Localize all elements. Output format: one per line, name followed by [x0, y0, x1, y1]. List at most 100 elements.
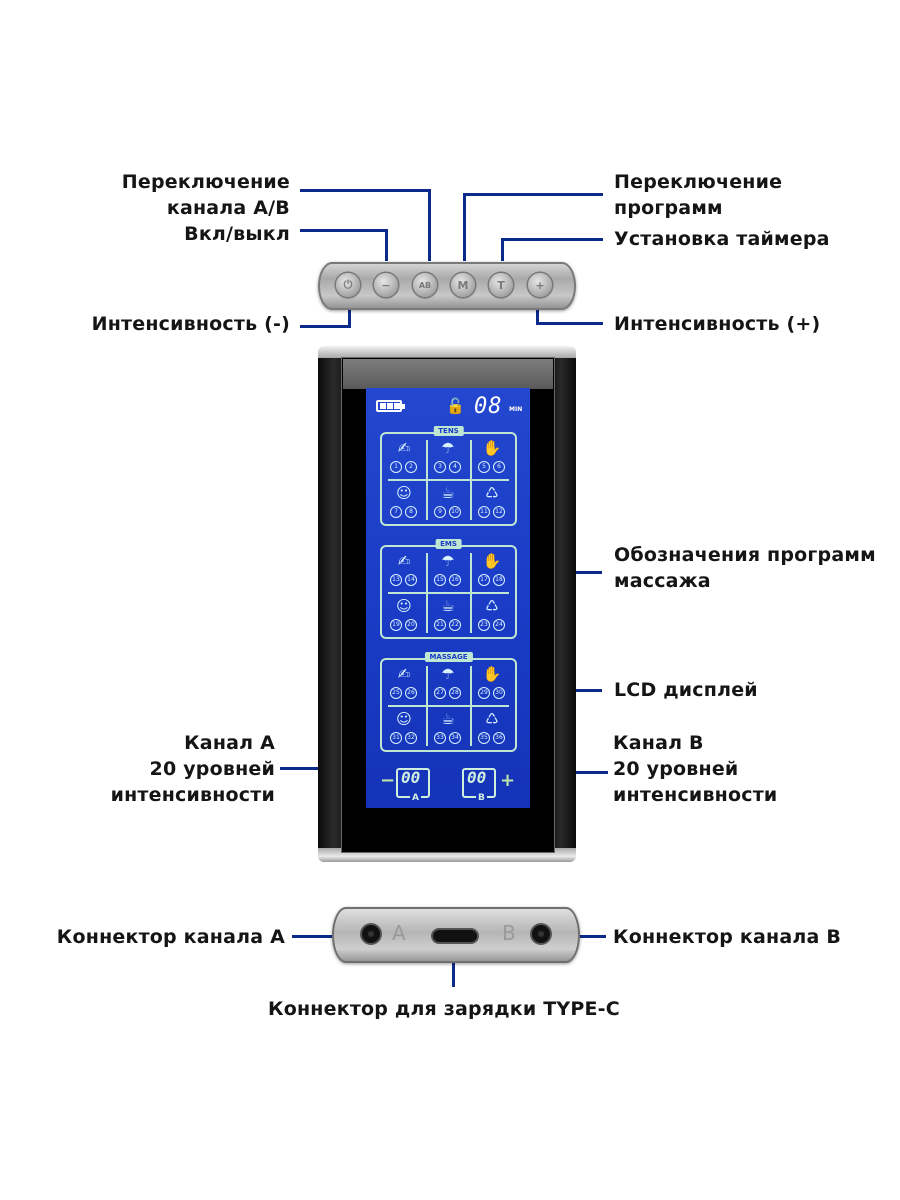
program-group-tag: MASSAGE [424, 652, 473, 662]
channel-a-jack[interactable] [362, 925, 380, 943]
label-power: Вкл/выкл [184, 223, 290, 245]
program-number: 24 [493, 619, 505, 631]
grid-divider [388, 705, 509, 707]
channel-minus-indicator: − [380, 770, 396, 791]
label-line: Переключение [614, 171, 783, 193]
program-number: 30 [493, 687, 505, 699]
program-number: 12 [493, 506, 505, 518]
connector-bar: A B [332, 907, 580, 963]
massage-program-icon: ♺ [485, 710, 499, 728]
channel-a-value: 00 [401, 768, 421, 787]
lcd-status-row: 🔓 08 MIN [366, 394, 530, 419]
massage-program-icon: ☕ [441, 597, 455, 615]
channel-a-letter: A [410, 793, 421, 803]
massage-program-icon: ✍ [397, 665, 411, 683]
massage-program-icon: ♺ [485, 597, 499, 615]
program-number: 17 [478, 574, 490, 586]
program-number: 32 [405, 732, 417, 744]
program-number: 31 [390, 732, 402, 744]
power-button[interactable]: ⏻ [336, 273, 360, 297]
label-line: Обозначения программ [614, 544, 876, 566]
timer-button[interactable]: T [489, 273, 513, 297]
port-b-letter: B [502, 921, 516, 945]
massage-program-icon: ☂ [441, 552, 455, 570]
label-connector-b: Коннектор канала В [613, 926, 842, 948]
ab-icon: AB [418, 280, 432, 290]
label-channel-a: Канал А 20 уровней интенсивности [111, 730, 275, 808]
program-number: 10 [449, 506, 461, 518]
program-number: 35 [478, 732, 490, 744]
label-line: массажа [614, 570, 711, 592]
screen-glare [343, 359, 553, 389]
label-line: программ [614, 197, 723, 219]
label-intensity-minus: Интенсивность (-) [91, 313, 290, 335]
program-number: 27 [434, 687, 446, 699]
massage-program-icon: ✋ [482, 552, 502, 570]
intensity-minus-button[interactable]: − [374, 273, 398, 297]
control-button-bar: ⏻ − AB M T + [318, 262, 576, 310]
massage-program-icon: ☕ [441, 484, 455, 502]
callout-line [463, 193, 466, 261]
label-channel-b: Канал В 20 уровней интенсивности [613, 730, 777, 808]
label-line: 20 уровней [149, 758, 275, 780]
battery-icon [376, 400, 405, 412]
massage-program-icon: ♺ [485, 484, 499, 502]
grid-divider [388, 479, 509, 481]
intensity-plus-button[interactable]: + [528, 273, 552, 297]
program-number: 25 [390, 687, 402, 699]
label-intensity-plus: Интенсивность (+) [614, 313, 821, 335]
channel-b-jack[interactable] [532, 925, 550, 943]
channel-plus-indicator: + [500, 770, 516, 791]
mode-button[interactable]: M [451, 273, 475, 297]
massage-program-icon: ✍ [397, 439, 411, 457]
callout-line [536, 322, 603, 325]
program-number: 36 [493, 732, 505, 744]
program-number: 29 [478, 687, 490, 699]
label-line: Канал А [184, 732, 275, 754]
timer-unit: MIN [509, 406, 523, 413]
callout-line [300, 325, 351, 328]
program-number: 15 [434, 574, 446, 586]
program-number: 14 [405, 574, 417, 586]
channel-b-value: 00 [467, 768, 487, 787]
program-number: 19 [390, 619, 402, 631]
massage-program-icon: ☕ [441, 710, 455, 728]
massage-program-icon: ☂ [441, 439, 455, 457]
massage-program-icon: ☺ [396, 597, 412, 615]
label-line: интенсивности [110, 784, 275, 806]
timer-icon: T [497, 278, 505, 292]
program-number: 13 [390, 574, 402, 586]
program-number: 3 [434, 461, 446, 473]
channel-b-letter: B [476, 793, 487, 803]
label-switch-program: Переключение программ [614, 169, 782, 221]
channel-switch-button[interactable]: AB [413, 273, 437, 297]
program-number: 1 [390, 461, 402, 473]
massage-program-icon: ✋ [482, 665, 502, 683]
timer-readout: 08 [474, 394, 503, 419]
massage-program-icon: ☂ [441, 665, 455, 683]
program-number: 33 [434, 732, 446, 744]
usb-c-port[interactable] [433, 930, 477, 942]
label-program-symbols: Обозначения программ массажа [614, 542, 876, 594]
program-number: 4 [449, 461, 461, 473]
program-number: 28 [449, 687, 461, 699]
label-timer: Установка таймера [614, 228, 830, 250]
program-group-tag: TENS [433, 426, 464, 436]
callout-line [385, 229, 388, 261]
